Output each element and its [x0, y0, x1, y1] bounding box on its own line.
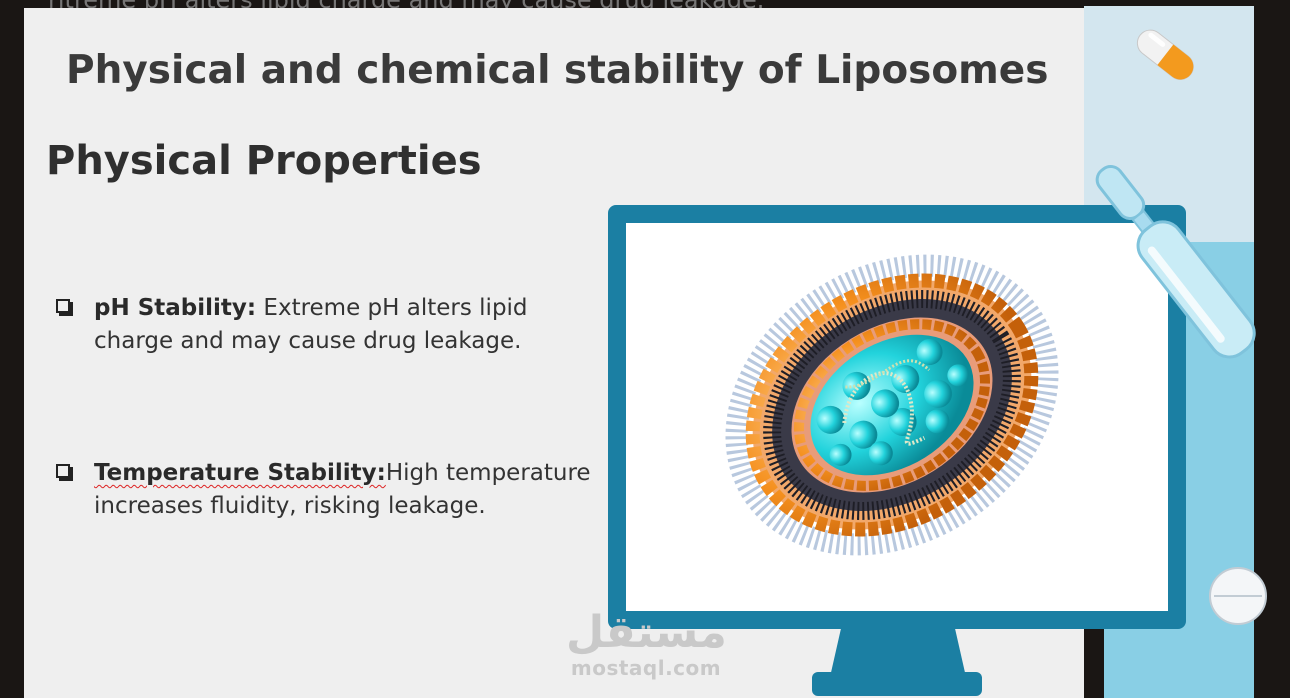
- bullet-label: pH Stability:: [94, 295, 257, 321]
- monitor-stand: [830, 629, 966, 677]
- watermark-latin: mostaql.com: [570, 656, 722, 680]
- bullet-text: pH Stability: Extreme pH alters lipid ch…: [56, 292, 601, 358]
- bullet-label: Temperature Stability:: [94, 460, 386, 486]
- liposome-illustration[interactable]: [626, 223, 1168, 611]
- bullet-body: High temperature increases fluidity, ris…: [94, 460, 591, 519]
- ampoule-icon: [1095, 164, 1256, 359]
- watermark-arabic: مستقل: [566, 607, 727, 658]
- slide-title[interactable]: Physical and chemical stability of Lipos…: [66, 48, 1049, 93]
- monitor-screen: [626, 223, 1168, 611]
- tablet-icon: [1209, 567, 1267, 625]
- checkbox-bullet-icon: [56, 299, 73, 316]
- bullet-temperature-stability[interactable]: Temperature Stability:High temperature i…: [56, 457, 601, 523]
- mostaql-watermark: مستقل mostaql.com: [566, 607, 727, 681]
- checkbox-bullet-icon: [56, 464, 73, 481]
- bullet-text: Temperature Stability:High temperature i…: [56, 457, 601, 523]
- monitor-frame: [608, 205, 1186, 629]
- section-heading[interactable]: Physical Properties: [46, 138, 482, 184]
- bullet-body: Extreme pH alters lipid charge and may c…: [94, 295, 528, 354]
- bullet-ph-stability[interactable]: pH Stability: Extreme pH alters lipid ch…: [56, 292, 601, 358]
- capsule-icon: [1136, 29, 1194, 80]
- monitor-base: [812, 672, 982, 696]
